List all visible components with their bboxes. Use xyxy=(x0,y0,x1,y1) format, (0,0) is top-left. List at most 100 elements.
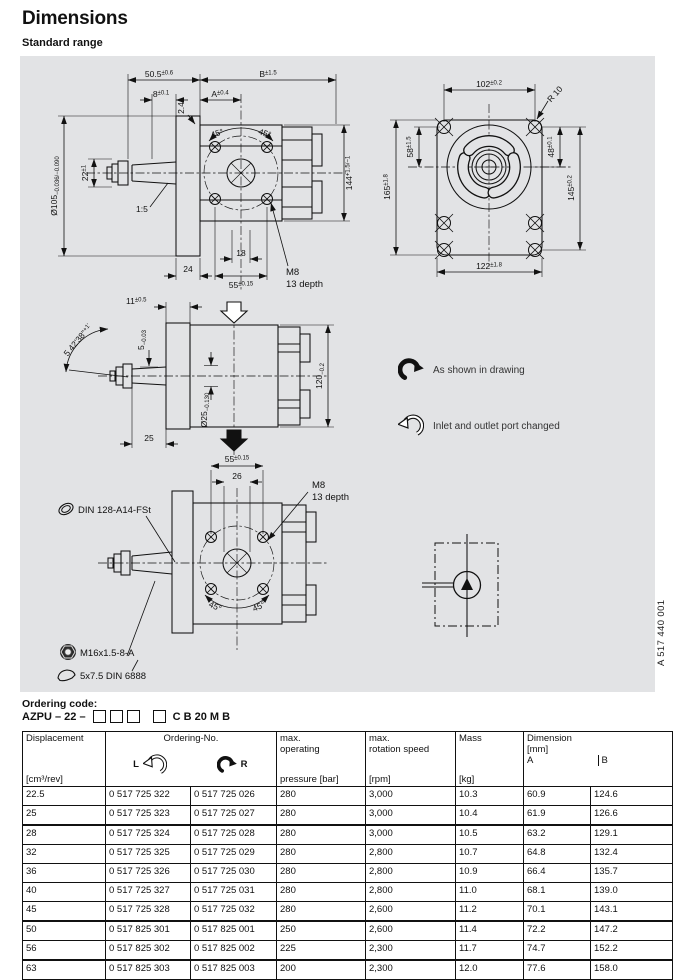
angle-right-label: 45° xyxy=(251,599,267,613)
code-box xyxy=(109,710,123,723)
centerlines xyxy=(408,104,572,268)
header-max-speed: max.rotation speed[rpm] xyxy=(365,731,456,787)
cell-dim-b: 124.6 xyxy=(589,786,674,806)
cell-displacement: 28 xyxy=(22,824,106,845)
cell-dim-b: 129.1 xyxy=(589,824,674,845)
cell-max-speed: 2,300 xyxy=(365,940,456,961)
cell-dim-a: 63.2 xyxy=(523,824,591,845)
cell-ordering-no-left: 0 517 825 301 xyxy=(105,920,191,941)
cell-max-speed: 2,600 xyxy=(365,901,456,922)
dim-r10-label: R 10 xyxy=(545,84,565,104)
cell-ordering-no-right: 0 517 725 029 xyxy=(190,844,277,864)
drawing-side-view-rear: 55±0.15 26 M8 13 depth DIN 128-A14-FSt M… xyxy=(57,454,349,682)
cell-ordering-no-left: 0 517 725 326 xyxy=(105,863,191,883)
cell-max-speed: 2,800 xyxy=(365,882,456,902)
cell-dim-a: 64.8 xyxy=(523,844,591,864)
dim-2-4-label: 2.4 xyxy=(176,102,186,114)
cell-max-speed: 3,000 xyxy=(365,824,456,845)
cell-dim-b: 132.4 xyxy=(589,844,674,864)
flow-arrows xyxy=(219,301,249,452)
cell-dim-b: 147.2 xyxy=(589,920,674,941)
cell-ordering-no-left: 0 517 725 324 xyxy=(105,824,191,845)
flange-plate xyxy=(434,117,545,260)
m8-label: M8 xyxy=(286,267,299,278)
cell-max-pressure: 280 xyxy=(276,786,366,806)
cell-max-pressure: 280 xyxy=(276,824,366,845)
cell-mass: 10.9 xyxy=(455,863,524,883)
cell-dim-a: 70.1 xyxy=(523,901,591,922)
cell-displacement: 40 xyxy=(22,882,106,902)
code-box xyxy=(126,710,140,723)
cell-max-pressure: 280 xyxy=(276,901,366,922)
spec-table: Displacement[cm³/rev] Ordering-No. L R m… xyxy=(22,731,674,980)
code-box xyxy=(92,710,106,723)
page-subtitle: Standard range xyxy=(22,37,103,49)
cell-displacement: 25 xyxy=(22,805,106,826)
page-title: Dimensions xyxy=(22,8,128,29)
drawing-side-view-shaft: 50.5±0.6 B±1.5 8±0.1 A±0.4 2.4 45° 45° Ø… xyxy=(49,69,354,292)
cell-ordering-no-right: 0 517 725 032 xyxy=(190,901,277,922)
dim-48-label: 48±0.1 xyxy=(546,136,556,158)
cell-max-speed: 2,600 xyxy=(365,920,456,941)
cell-max-speed: 2,800 xyxy=(365,863,456,883)
dim-26-label: 26 xyxy=(232,471,242,481)
cell-dim-a: 60.9 xyxy=(523,786,591,806)
cell-mass: 11.7 xyxy=(455,940,524,961)
cell-ordering-no-left: 0 517 725 327 xyxy=(105,882,191,902)
cell-ordering-no-left: 0 517 725 328 xyxy=(105,901,191,922)
dim-b-label: B±1.5 xyxy=(259,69,277,79)
dim-25dia-label: Ø25−0.130 xyxy=(199,392,211,427)
drive-shaft xyxy=(107,550,173,576)
counterclockwise-rotation-icon xyxy=(398,413,424,439)
ordering-code-suffix: C B 20 M B xyxy=(172,710,231,723)
cell-ordering-no-right: 0 517 725 030 xyxy=(190,863,277,883)
header-dim-b: B xyxy=(597,755,673,766)
dim-24-label: 24 xyxy=(183,264,193,274)
dim-165-label: 165±1.8 xyxy=(382,173,392,199)
cell-mass: 11.4 xyxy=(455,920,524,941)
legend-ccw-label: Inlet and outlet port changed xyxy=(433,420,560,432)
centerlines xyxy=(98,488,328,650)
drawing-flange-front: 102±0.2 R 10 58±1.5 165±1.8 48±0.1 145±0… xyxy=(382,79,586,277)
cell-dim-a: 66.4 xyxy=(523,863,591,883)
drawing-side-view-ports: 11±0.5 5 42'38"+1' 5−0.03 Ø25−0.130 25 1… xyxy=(61,296,334,458)
cell-dim-b: 135.7 xyxy=(589,863,674,883)
cell-ordering-no-left: 0 517 725 325 xyxy=(105,844,191,864)
counterclockwise-rotation-icon xyxy=(143,753,167,777)
dimension-lines xyxy=(63,302,334,448)
cell-ordering-no-right: 0 517 825 001 xyxy=(190,920,277,941)
taper-angle-label: 5 42'38"+1' xyxy=(61,322,93,358)
ordering-code-line: AZPU – 22 – C B 20 M B xyxy=(22,710,230,723)
cell-displacement: 22.5 xyxy=(22,786,106,806)
cell-ordering-no-left: 0 517 725 322 xyxy=(105,786,191,806)
cell-mass: 10.7 xyxy=(455,844,524,864)
drawing-panel: 50.5±0.6 B±1.5 8±0.1 A±0.4 2.4 45° 45° Ø… xyxy=(20,56,655,692)
cell-max-pressure: 280 xyxy=(276,882,366,902)
reference-number: A 517 440 001 xyxy=(656,599,667,666)
drive-shaft xyxy=(106,160,177,186)
legend-cw: As shown in drawing xyxy=(398,357,525,383)
dim-a-label: A±0.4 xyxy=(211,89,229,99)
pump-body-outline xyxy=(165,322,311,430)
legend-cw-label: As shown in drawing xyxy=(433,364,525,376)
cell-ordering-no-left: 0 517 825 303 xyxy=(105,959,191,980)
ordering-code-prefix: AZPU – 22 – xyxy=(22,710,86,723)
dim-102-label: 102±0.2 xyxy=(476,79,502,89)
bolt-pattern xyxy=(199,525,275,609)
drawing-hydraulic-symbol xyxy=(422,534,499,637)
dimension-lines xyxy=(58,74,350,280)
dim-105-label: Ø105−0.036/−0.090 xyxy=(49,156,61,216)
nut-label: M16x1.5-8-A xyxy=(80,648,135,659)
cell-ordering-no-right: 0 517 725 026 xyxy=(190,786,277,806)
dim-5-label: 5−0.03 xyxy=(136,329,148,350)
cell-dim-a: 77.6 xyxy=(523,959,591,980)
dim-22-label: 22±1 xyxy=(80,164,90,181)
dim-58-label: 58±1.5 xyxy=(405,136,415,158)
cell-displacement: 56 xyxy=(22,940,106,961)
drive-shaft xyxy=(109,363,167,389)
m8-label: M8 xyxy=(312,480,325,491)
